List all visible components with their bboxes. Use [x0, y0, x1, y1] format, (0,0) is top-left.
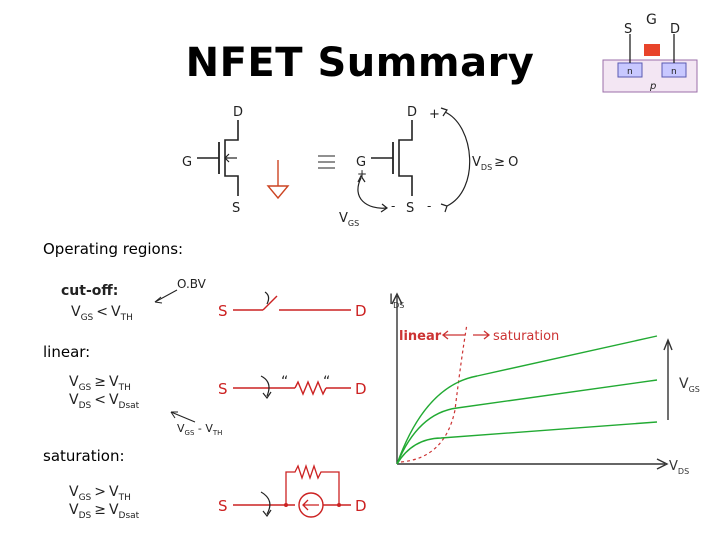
- linear-switch-s: S: [218, 380, 228, 398]
- cutoff-heading: cut-off:: [61, 283, 118, 299]
- linear-label: linear:: [43, 343, 91, 361]
- operating-regions-label: Operating regions:: [43, 240, 184, 258]
- saturation-boundary: [400, 323, 468, 463]
- saturation-condition-1: VGS>VTH: [69, 484, 131, 503]
- linear-switch: S “ “ D: [218, 374, 367, 400]
- region-linear-label: linear: [399, 329, 442, 344]
- inset-gate-label: G: [646, 12, 657, 28]
- symbol-right-source-label: S: [406, 201, 414, 216]
- iv-characteristics-plot: IDS VDS linear saturation VGS: [389, 292, 700, 476]
- cutoff-switch-d: D: [355, 302, 367, 320]
- linear-condition-1: VGS≥VTH: [69, 374, 131, 393]
- slide-title: NFET Summary: [185, 40, 535, 86]
- linear-switch-d: D: [355, 380, 367, 398]
- saturation-region: VGS>VTH VDS≥VDsat S D: [69, 463, 367, 521]
- saturation-label: saturation:: [43, 447, 125, 465]
- cutoff-note: O.BV: [177, 277, 207, 291]
- symbol-left-drain-label: D: [233, 105, 243, 120]
- gate-electrode: [644, 44, 660, 56]
- inset-n-left: n: [627, 67, 633, 77]
- vgs-arrow-label: VGS: [679, 376, 700, 394]
- inset-drain-label: D: [670, 22, 680, 37]
- symbol-right-drain-label: D: [407, 105, 417, 120]
- inset-n-right: n: [671, 67, 677, 77]
- linear-quote-close: “: [323, 374, 330, 390]
- saturation-switch: S D: [218, 463, 367, 518]
- region-saturation-label: saturation: [493, 329, 559, 344]
- symbol-left-gate-label: G: [182, 155, 192, 170]
- symbol-right-gate-label: G: [356, 155, 366, 170]
- vgs-bias-label: VGS: [339, 211, 359, 228]
- symbol-right-drain-plus: +: [429, 107, 440, 122]
- linear-quote-open: “: [281, 374, 288, 390]
- device-cross-section: S G D n n p: [602, 12, 698, 93]
- cutoff-switch: S D: [218, 291, 367, 320]
- cutoff-switch-s: S: [218, 302, 228, 320]
- nfet-symbol-right: D + G + - S - VDS≥O VGS: [339, 105, 518, 228]
- symbol-right-gate-minus: -: [391, 199, 395, 213]
- vds-condition: VDS≥O: [472, 155, 518, 172]
- saturation-switch-s: S: [218, 497, 228, 515]
- iv-curves: [396, 335, 658, 465]
- nfet-symbols: D G S D + G + - S - VDS: [182, 105, 518, 228]
- x-axis-label: VDS: [669, 459, 689, 476]
- nfet-symbol-left: D G S: [182, 105, 290, 216]
- cutoff-region: cut-off: VGS<VTH O.BV S D: [61, 277, 367, 323]
- linear-region: VGS≥VTH VDS<VDsat VGS - VTH S “ “ D: [69, 374, 367, 437]
- iv-curve-1: [396, 335, 658, 465]
- saturation-switch-d: D: [355, 497, 367, 515]
- linear-note: VGS - VTH: [177, 422, 222, 437]
- cutoff-condition: VGS<VTH: [71, 304, 133, 323]
- ground-icon: [266, 160, 290, 200]
- saturation-condition-2: VDS≥VDsat: [69, 502, 140, 521]
- y-axis-label: IDS: [389, 292, 404, 310]
- symbol-right-source-minus: -: [427, 199, 431, 213]
- iv-curve-3: [396, 421, 658, 465]
- inset-source-label: S: [624, 22, 632, 37]
- equivalence-icon: [318, 155, 335, 169]
- parallel-resistor-icon: [285, 463, 340, 505]
- symbol-right-gate-plus: +: [357, 167, 367, 181]
- resistor-icon: [294, 380, 327, 396]
- inset-substrate: p: [649, 81, 656, 92]
- iv-curve-2: [396, 379, 658, 465]
- linear-condition-2: VDS<VDsat: [69, 392, 140, 411]
- symbol-left-source-label: S: [232, 201, 240, 216]
